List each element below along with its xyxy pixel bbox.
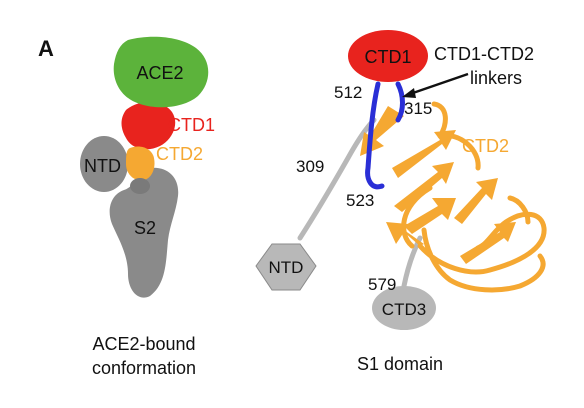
ctd2-label-left: CTD2 xyxy=(156,144,203,164)
s2-shape xyxy=(109,167,179,298)
residue-512-label: 512 xyxy=(334,83,362,102)
residue-579-label: 579 xyxy=(368,275,396,294)
residue-309-label: 309 xyxy=(296,157,324,176)
ctd2-label-right: CTD2 xyxy=(462,136,509,156)
residue-315-label: 315 xyxy=(404,99,432,118)
ctd2-strand-4 xyxy=(454,178,498,224)
linker-annotation-arrow xyxy=(402,72,469,98)
blue-linker-1 xyxy=(365,81,385,190)
ctd1-label-left: CTD1 xyxy=(168,115,215,135)
panel-label: A xyxy=(38,36,54,61)
left-caption-line1: ACE2-bound xyxy=(92,334,195,354)
ctd2-strand-6 xyxy=(460,222,516,264)
s2-label: S2 xyxy=(134,218,156,238)
ctd1-ellipse xyxy=(348,30,428,82)
ctd3-label: CTD3 xyxy=(382,300,426,319)
residue-523-label: 523 xyxy=(346,191,374,210)
ntd-linker xyxy=(297,117,377,241)
ace2-shape xyxy=(113,36,209,108)
ctd1-shape xyxy=(121,101,176,150)
ntd-shape xyxy=(80,136,128,192)
ctd2-loop-outline xyxy=(401,101,547,293)
ntd-label-left: NTD xyxy=(84,156,121,176)
ace2-bound-schematic: ACE2 CTD1 NTD CTD2 S2 xyxy=(80,36,215,298)
ctd2-strand-7 xyxy=(386,222,424,246)
ctd1-label-right: CTD1 xyxy=(364,47,411,67)
ctd2-strand-2 xyxy=(392,130,456,178)
right-caption: S1 domain xyxy=(357,354,443,374)
left-caption-line2: conformation xyxy=(92,358,196,378)
linker-label-line2: linkers xyxy=(470,68,522,88)
linker-label-line1: CTD1-CTD2 xyxy=(434,44,534,64)
ctd2-strand-3 xyxy=(394,162,454,212)
ntd-hexagon xyxy=(255,243,317,291)
ctd2-strand-5 xyxy=(404,198,456,234)
ace2-label: ACE2 xyxy=(136,63,183,83)
ctd3-stub-shape xyxy=(130,178,150,194)
ntd-label-right: NTD xyxy=(269,258,304,277)
ctd2-shape xyxy=(126,146,155,181)
s1-domain-topology: CTD1 NTD CTD3 CTD1-CTD2 linkers 512 315 … xyxy=(255,30,547,330)
ctd3-ellipse xyxy=(372,286,436,330)
blue-linker-2 xyxy=(395,81,405,123)
